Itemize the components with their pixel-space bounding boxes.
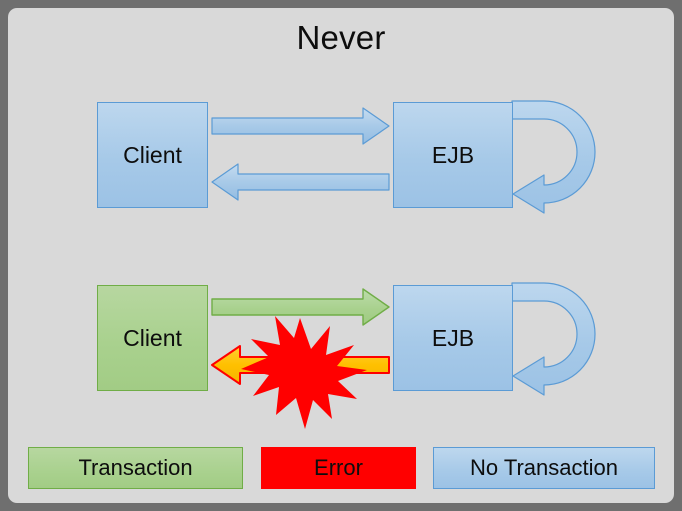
row2-return-arrow [211,345,390,385]
row1-client-box[interactable]: Client [97,102,208,208]
row2-ejb-label: EJB [431,324,475,351]
row1-return-arrow [211,163,390,201]
legend-label-error: Error [314,455,363,480]
row2-ejb-self-invocation-loop [511,282,596,396]
legend-label-no-transaction: No Transaction [470,455,618,480]
row2-client-label: Client [123,324,182,351]
legend-item-error[interactable]: Error [261,447,416,489]
row1-call-arrow [211,107,390,145]
row2-error-explosion [241,316,367,429]
row2-client-box[interactable]: Client [97,285,208,391]
legend-label-transaction: Transaction [78,455,193,480]
page-title: Never [296,19,386,56]
row2-ejb-box[interactable]: EJB [393,285,513,391]
row1-ejb-self-invocation-loop [511,100,596,214]
legend-item-no-transaction[interactable]: No Transaction [433,447,655,489]
row2-call-arrow [211,288,390,326]
diagram-arrows-layer [211,100,596,429]
row1-ejb-box[interactable]: EJB [393,102,513,208]
legend-item-transaction[interactable]: Transaction [28,447,243,489]
slide-canvas: Never [8,8,674,503]
row1-ejb-label: EJB [431,141,475,168]
row1-client-label: Client [123,141,182,168]
